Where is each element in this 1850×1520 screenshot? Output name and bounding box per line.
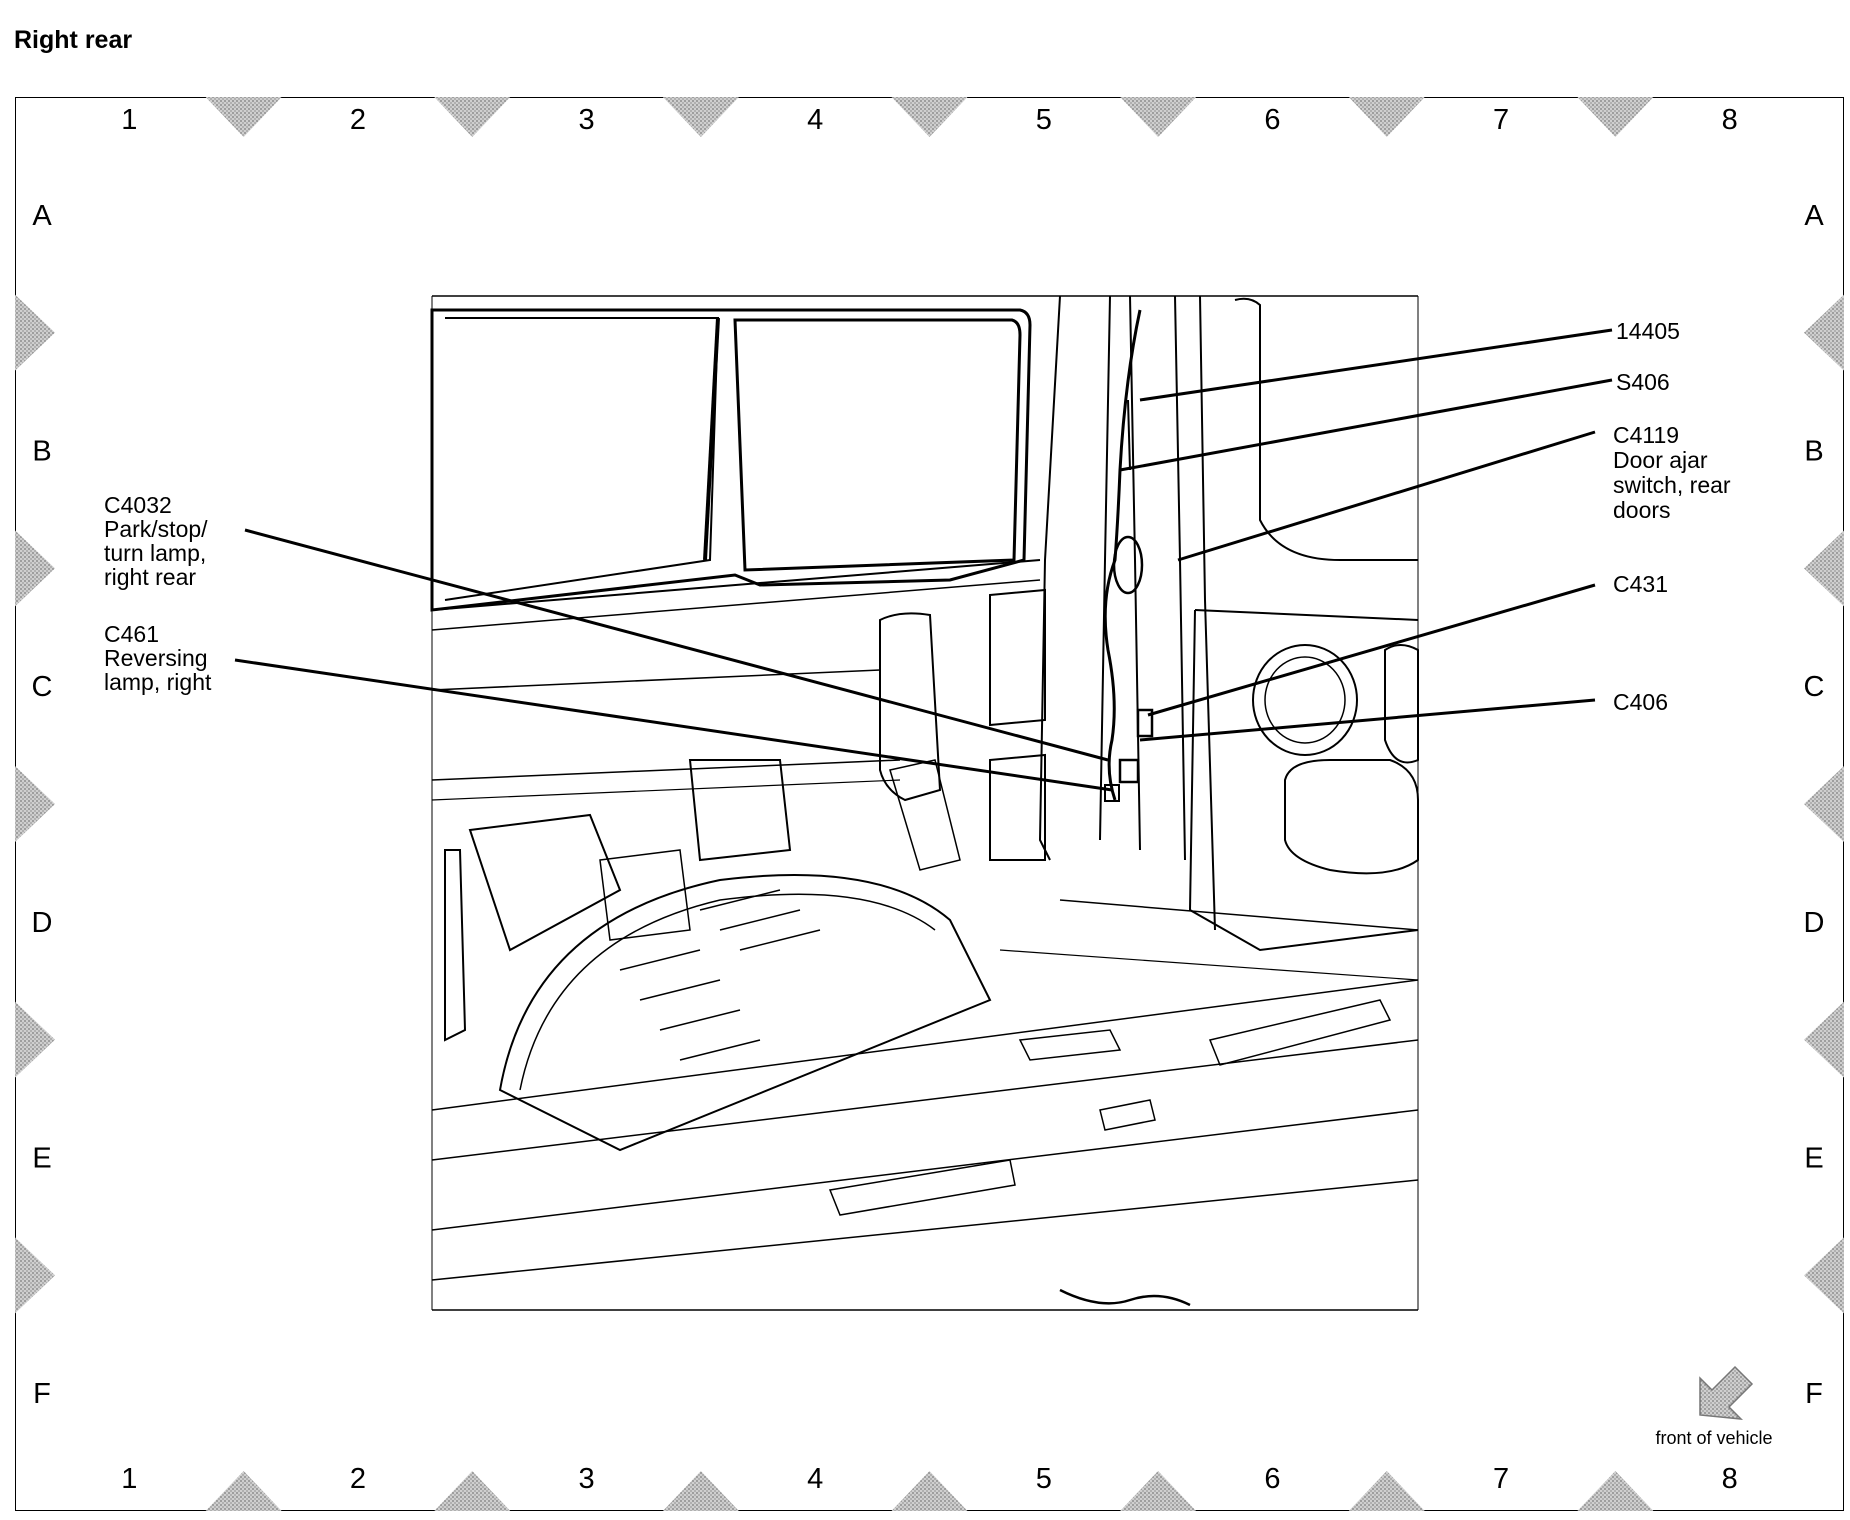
grid-marker-right (1804, 766, 1844, 842)
grid-marker-right (1804, 1001, 1844, 1078)
grid-column-label-bottom: 6 (1264, 1463, 1280, 1495)
leader-c431 (1147, 583, 1596, 717)
vehicle-interior-drawing (430, 295, 1419, 1311)
callout-s406: S406 (1616, 369, 1670, 395)
grid-row-label-right: A (1804, 200, 1824, 232)
grid-row-label-right: E (1804, 1143, 1823, 1175)
grid-marker-right (1804, 294, 1844, 371)
grid-column-label-top: 8 (1722, 104, 1738, 136)
leader-s406 (1119, 378, 1613, 472)
grid-row-label-left: B (32, 436, 51, 468)
grid-marker-left (15, 1237, 55, 1314)
grid-marker-bottom (1577, 1471, 1654, 1511)
grid-column-label-bottom: 7 (1493, 1463, 1509, 1495)
grid-marker-left (15, 1001, 55, 1078)
leader-14405 (1139, 328, 1613, 402)
grid-marker-right (1804, 1237, 1844, 1314)
grid-row-label-left: D (32, 907, 53, 939)
grid-marker-left (15, 294, 55, 371)
front-of-vehicle-label: front of vehicle (1655, 1428, 1772, 1448)
grid-column-label-top: 7 (1493, 104, 1509, 136)
leader-c4119 (1177, 430, 1596, 562)
front-of-vehicle-indicator: front of vehicle (1655, 1365, 1773, 1448)
grid-marker-bottom (662, 1471, 739, 1511)
grid-markers (15, 97, 1844, 1511)
callout-14405: 14405 (1616, 318, 1680, 344)
callout-c461: C461 Reversing lamp, right (104, 621, 214, 695)
grid-marker-top (1577, 97, 1654, 137)
leader-c406 (1139, 698, 1596, 742)
callout-c406: C406 (1613, 689, 1668, 715)
grid-column-label-bottom: 5 (1036, 1463, 1052, 1495)
leader-c4032 (244, 528, 1109, 762)
grid-column-label-top: 2 (350, 104, 366, 136)
grid-row-label-left: C (32, 671, 53, 703)
callout-c431: C431 (1613, 571, 1668, 597)
grid-marker-top (1348, 97, 1425, 137)
grid-row-label-right: F (1805, 1378, 1823, 1410)
callout-labels: 14405 S406 C4119 Door ajar switch, rear … (104, 318, 1737, 715)
grid-column-label-top: 4 (807, 104, 823, 136)
page-title: Right rear (14, 26, 133, 54)
grid-row-label-right: C (1804, 671, 1825, 703)
callout-c4032: C4032 Park/stop/ turn lamp, right rear (104, 492, 214, 590)
grid-column-label-top: 5 (1036, 104, 1052, 136)
grid-row-label-right: D (1804, 907, 1825, 939)
grid-column-label-bottom: 8 (1722, 1463, 1738, 1495)
grid-marker-bottom (434, 1471, 511, 1511)
grid-marker-top (434, 97, 511, 137)
leader-lines (234, 328, 1613, 792)
grid-marker-left (15, 530, 55, 607)
grid-marker-bottom (1348, 1471, 1425, 1511)
arrow-front-of-vehicle-icon (1699, 1365, 1754, 1420)
grid-column-label-top: 1 (121, 104, 137, 136)
grid-marker-right (1804, 530, 1844, 607)
grid-row-label-left: A (32, 200, 52, 232)
grid-marker-top (662, 97, 739, 137)
grid-column-label-top: 6 (1264, 104, 1280, 136)
grid-marker-bottom (1120, 1471, 1197, 1511)
grid-row-label-right: B (1804, 436, 1823, 468)
grid-marker-left (15, 766, 55, 842)
grid-column-label-top: 3 (578, 104, 594, 136)
grid-marker-bottom (205, 1471, 282, 1511)
callout-c4119: C4119 Door ajar switch, rear doors (1613, 422, 1737, 523)
grid-column-label-bottom: 1 (121, 1463, 137, 1495)
grid-column-label-bottom: 3 (578, 1463, 594, 1495)
grid-marker-bottom (891, 1471, 968, 1511)
grid-column-label-bottom: 2 (350, 1463, 366, 1495)
grid-marker-top (205, 97, 282, 137)
grid-column-label-bottom: 4 (807, 1463, 823, 1495)
leader-c461 (234, 658, 1113, 792)
grid-row-label-left: F (33, 1378, 51, 1410)
grid-marker-top (891, 97, 968, 137)
grid-row-label-left: E (32, 1143, 51, 1175)
grid-marker-top (1120, 97, 1197, 137)
